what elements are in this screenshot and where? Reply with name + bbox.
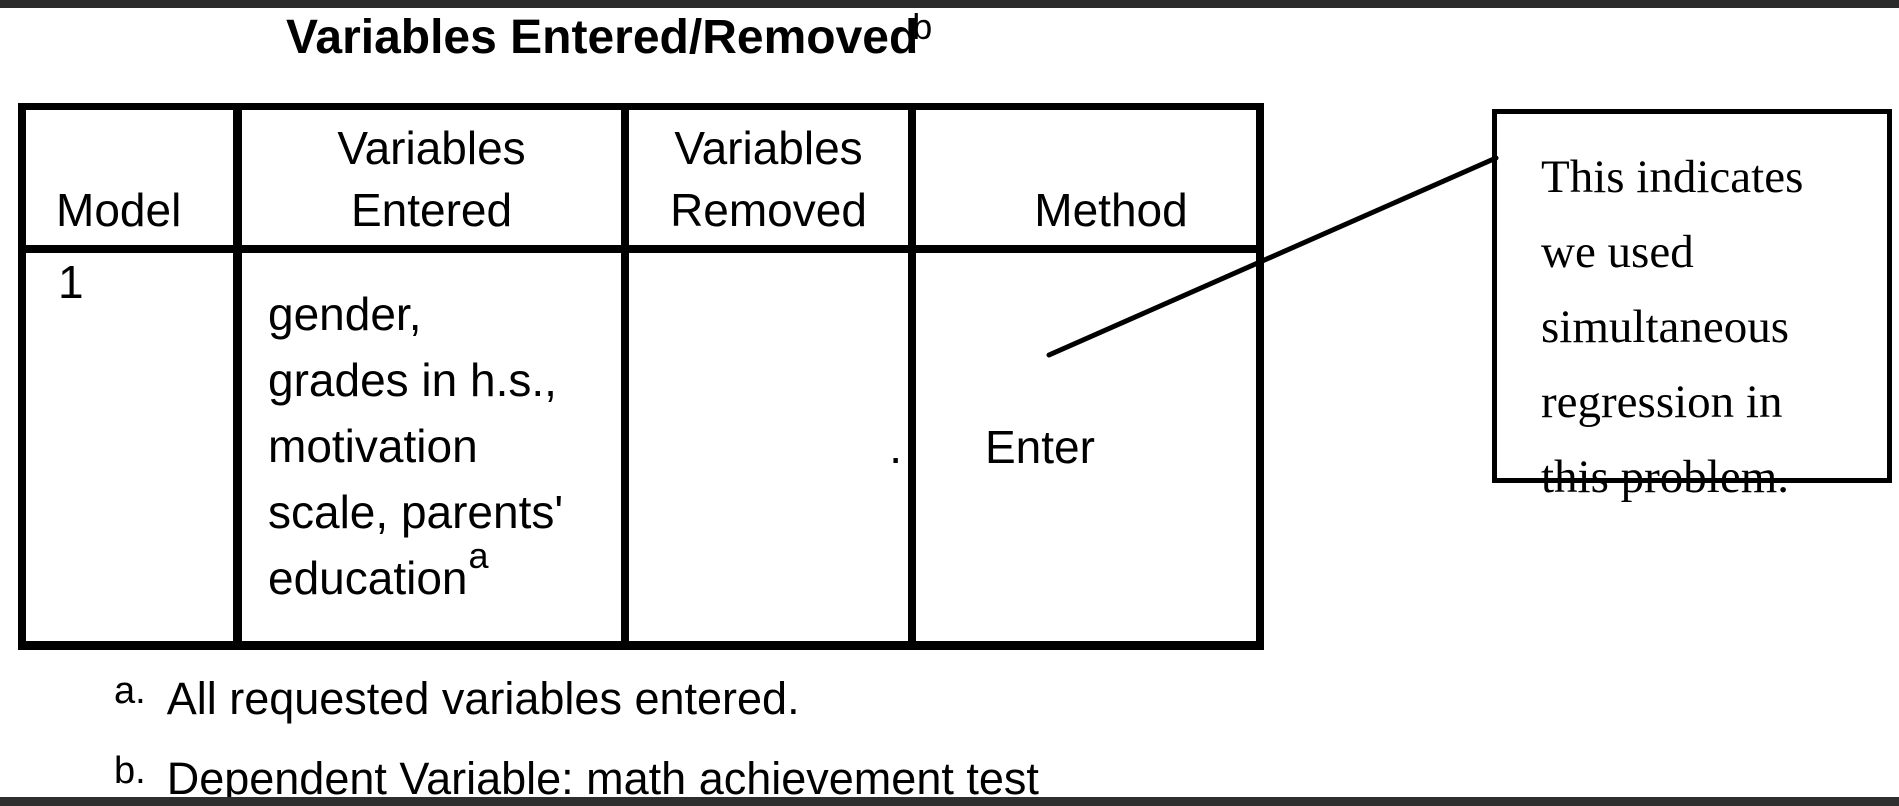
callout-line: this problem. <box>1541 451 1790 503</box>
callout-pointer-line <box>1046 155 1499 358</box>
column-header-method: Method <box>916 110 1256 253</box>
model-number: 1 <box>58 256 84 308</box>
bottom-scan-bar <box>0 797 1899 806</box>
entered-line: grades in h.s., <box>268 354 557 406</box>
table-title-text: Variables Entered/Removed <box>286 11 919 64</box>
cell-method: Enter <box>916 253 1256 641</box>
header-line: Variables <box>674 122 863 174</box>
column-header-model: Model <box>26 110 242 253</box>
variables-removed-value: . <box>889 421 902 473</box>
entered-line: scale, parents' <box>268 486 564 538</box>
footnote-b-marker: b. <box>114 750 146 792</box>
callout-line: simultaneous <box>1541 301 1790 353</box>
entered-line: gender, <box>268 288 422 340</box>
top-scan-bar <box>0 0 1899 8</box>
method-value: Enter <box>985 421 1095 473</box>
callout-line: This indicates <box>1541 151 1804 203</box>
callout-line: regression in <box>1541 376 1783 428</box>
table-title: Variables Entered/Removedb <box>286 6 932 65</box>
annotation-callout-box: This indicates we used simultaneous regr… <box>1492 109 1892 503</box>
footnote-b: b. Dependent Variable: math achievement … <box>114 750 1039 801</box>
cell-variables-removed: . <box>629 253 916 641</box>
footnote-a-marker: a. <box>114 670 146 712</box>
entered-line: motivation <box>268 420 478 472</box>
header-line: Variables <box>337 122 526 174</box>
header-line: Model <box>56 184 182 236</box>
entered-line-last: educationa <box>268 535 621 615</box>
column-header-variables-entered: Variables Entered <box>242 110 629 253</box>
cell-variables-entered: gender, grades in h.s., motivation scale… <box>242 253 629 641</box>
variables-entered-removed-table: Model Variables Entered Variables Remove… <box>18 103 1264 650</box>
footnote-a-text: All requested variables entered. <box>166 673 800 724</box>
cell-model: 1 <box>26 253 242 641</box>
footnote-a: a. All requested variables entered. <box>114 670 800 721</box>
entered-footnote-marker: a <box>468 535 489 576</box>
footnote-b-text: Dependent Variable: math achievement tes… <box>166 753 1039 804</box>
header-line: Entered <box>350 184 513 236</box>
header-line: Method <box>1034 184 1188 236</box>
column-header-variables-removed: Variables Removed <box>629 110 916 253</box>
callout-line: we used <box>1541 226 1694 278</box>
header-line: Removed <box>670 184 867 236</box>
title-footnote-marker: b <box>912 6 933 47</box>
entered-line-text: education <box>268 552 468 604</box>
